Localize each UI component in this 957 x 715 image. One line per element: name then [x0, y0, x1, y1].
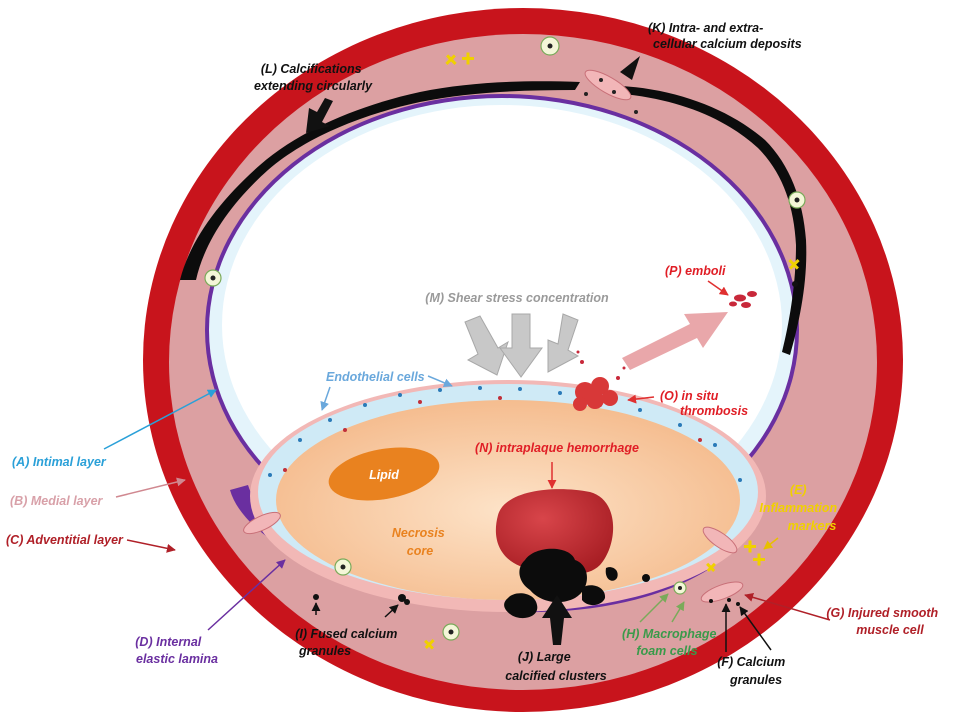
foam-cell-nuclei	[210, 43, 800, 635]
label-a: (A) Intimal layer	[12, 455, 107, 469]
lipid	[328, 447, 440, 501]
label-b: (B) Medial layer	[10, 494, 104, 508]
label-j: (J) Large calcified clusters	[505, 650, 606, 683]
l-arrow	[306, 98, 333, 133]
intraplaque-hemorrhage	[495, 489, 614, 574]
label-e: (E) Inflammation markers	[759, 483, 840, 533]
label-i: (I) Fused calcium granules	[295, 627, 401, 658]
clusters-arrow	[542, 595, 572, 645]
calcium-granules	[313, 281, 798, 606]
injured-smooth-muscle-cells	[243, 69, 744, 603]
label-endothelial: Endothelial cells	[326, 370, 425, 384]
label-m: (M) Shear stress concentration	[425, 291, 609, 305]
label-c: (C) Adventitial layer	[6, 533, 124, 547]
emboli	[729, 291, 757, 308]
label-g: (G) Injured smooth muscle cell	[826, 606, 941, 637]
k-arrowhead	[620, 56, 640, 80]
label-h: (H) Macrophage foam cells	[622, 627, 720, 658]
inflammation-markers	[424, 52, 800, 650]
calcified-clusters	[504, 548, 650, 619]
label-k: (K) Intra- and extra- cellular calcium d…	[648, 21, 802, 51]
circular-calcification-right	[622, 86, 807, 355]
label-d: (D) Internal elastic lamina	[135, 635, 218, 666]
label-p: (P) emboli	[665, 264, 726, 278]
in-situ-thrombosis	[573, 377, 618, 411]
emboli-trail	[576, 350, 626, 380]
shear-stress-arrows	[464, 313, 580, 378]
endothelial-cells	[268, 386, 742, 482]
label-f: (F) Calcium granules	[717, 655, 789, 687]
necrosis-core-label: Necrosis core	[392, 526, 448, 558]
lipid-label: Lipid	[369, 468, 399, 482]
label-n: (N) intraplaque hemorrhage	[475, 441, 639, 455]
emboli-arrow	[622, 312, 728, 370]
label-l: (L) Calcifications extending circularly	[254, 62, 373, 93]
label-o: (O) in situ thrombosis	[660, 389, 748, 418]
